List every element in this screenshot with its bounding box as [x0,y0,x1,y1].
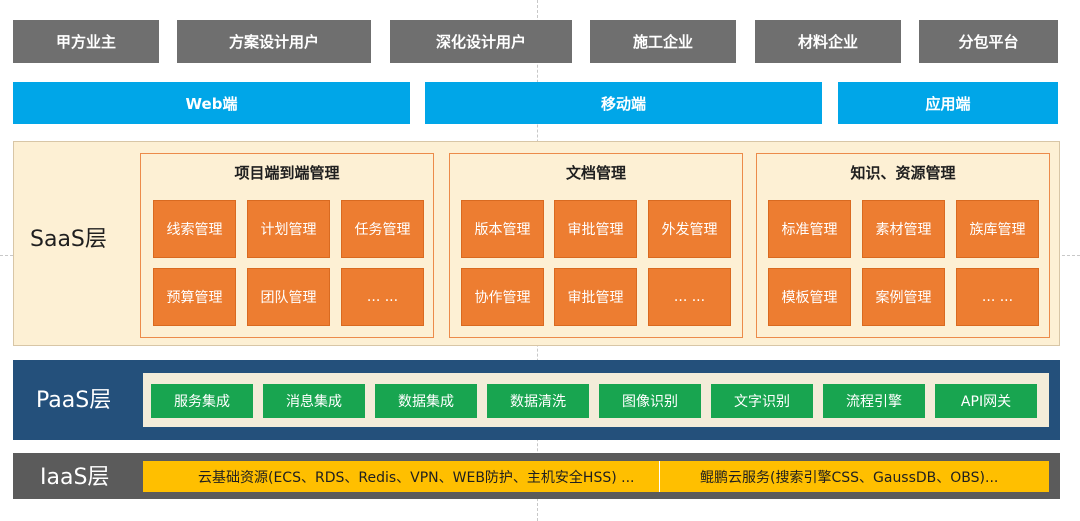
module-card: 案例管理 [862,268,945,326]
iaas-divider [659,461,660,492]
user-owner: 甲方业主 [13,20,159,63]
paas-layer-label: PaaS层 [36,388,112,413]
module-card: 审批管理 [554,200,637,258]
module-card: 计划管理 [247,200,330,258]
iaas-cloud-resources: 云基础资源(ECS、RDS、Redis、VPN、WEB防护、主机安全HSS) .… [198,469,635,486]
user-subcontract: 分包平台 [919,20,1058,63]
saas-layer-label: SaaS层 [30,227,107,252]
module-card: 预算管理 [153,268,236,326]
user-construction: 施工企业 [590,20,736,63]
channel-app: 应用端 [838,82,1058,124]
service-card: 流程引擎 [823,384,925,418]
service-card: API网关 [935,384,1037,418]
service-card: 消息集成 [263,384,365,418]
group-title: 项目端到端管理 [234,164,340,182]
module-card: 团队管理 [247,268,330,326]
module-card: 协作管理 [461,268,544,326]
module-card: 线索管理 [153,200,236,258]
module-card: 版本管理 [461,200,544,258]
service-card: 图像识别 [599,384,701,418]
iaas-layer-label: IaaS层 [40,465,110,490]
group-title: 知识、资源管理 [850,164,956,182]
module-card: ... ... [648,268,731,326]
module-card: ... ... [956,268,1039,326]
module-card: 素材管理 [862,200,945,258]
service-card: 数据清洗 [487,384,589,418]
module-card: 审批管理 [554,268,637,326]
service-card: 文字识别 [711,384,813,418]
module-card: 族库管理 [956,200,1039,258]
iaas-resource-bar [143,461,1049,492]
module-card: 任务管理 [341,200,424,258]
module-card: ... ... [341,268,424,326]
user-deep-design: 深化设计用户 [390,20,572,63]
user-scheme-design: 方案设计用户 [177,20,371,63]
iaas-kunpeng-services: 鲲鹏云服务(搜索引擎CSS、GaussDB、OBS)... [700,469,999,486]
module-card: 标准管理 [768,200,851,258]
module-card: 模板管理 [768,268,851,326]
service-card: 数据集成 [375,384,477,418]
module-card: 外发管理 [648,200,731,258]
service-card: 服务集成 [151,384,253,418]
user-material: 材料企业 [755,20,901,63]
group-title: 文档管理 [565,164,626,182]
channel-web: Web端 [13,82,410,124]
channel-mobile: 移动端 [425,82,822,124]
